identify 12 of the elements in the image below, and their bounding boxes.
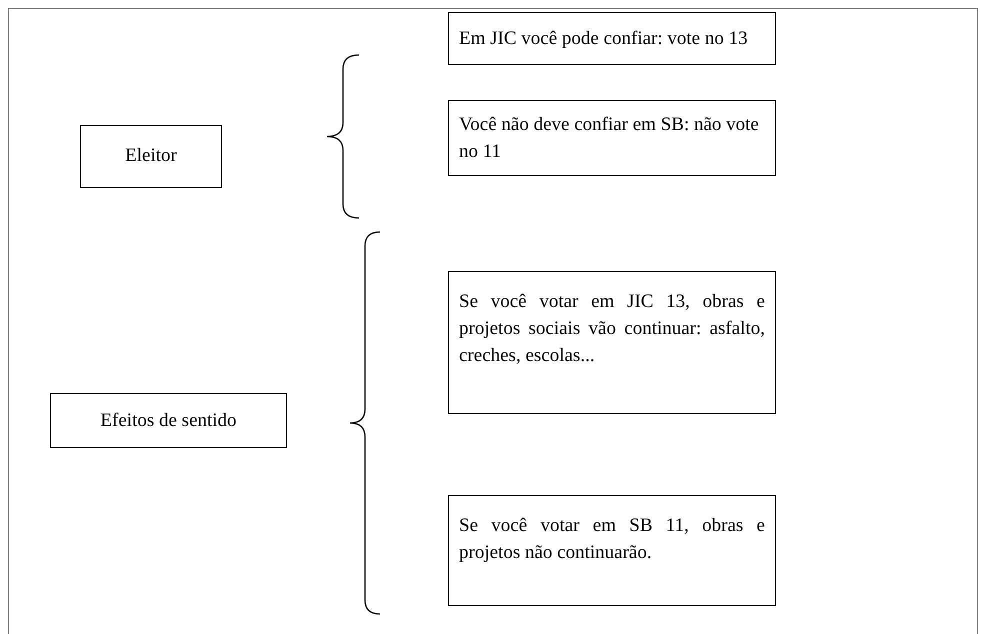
text-box (448, 495, 776, 606)
box-text: Se você votar em SB 11, obras e projetos não continuarão. (459, 514, 765, 565)
box-text: Efeitos de sentido (99, 409, 238, 433)
box-text: Eleitor (124, 144, 178, 168)
text-box (50, 393, 287, 448)
box-text: Em JIC você pode confiar: vote no 13 (459, 27, 749, 51)
text-box (448, 271, 776, 414)
text-box (448, 12, 776, 65)
text-box (448, 100, 776, 176)
box-text: Se você votar em JIC 13, obras e projetos sociais vão continuar: asfalto, creches, escolas... (459, 290, 765, 368)
box-text: Você não deve confiar em SB: não vote no 11 (459, 113, 760, 164)
text-box (80, 125, 222, 188)
